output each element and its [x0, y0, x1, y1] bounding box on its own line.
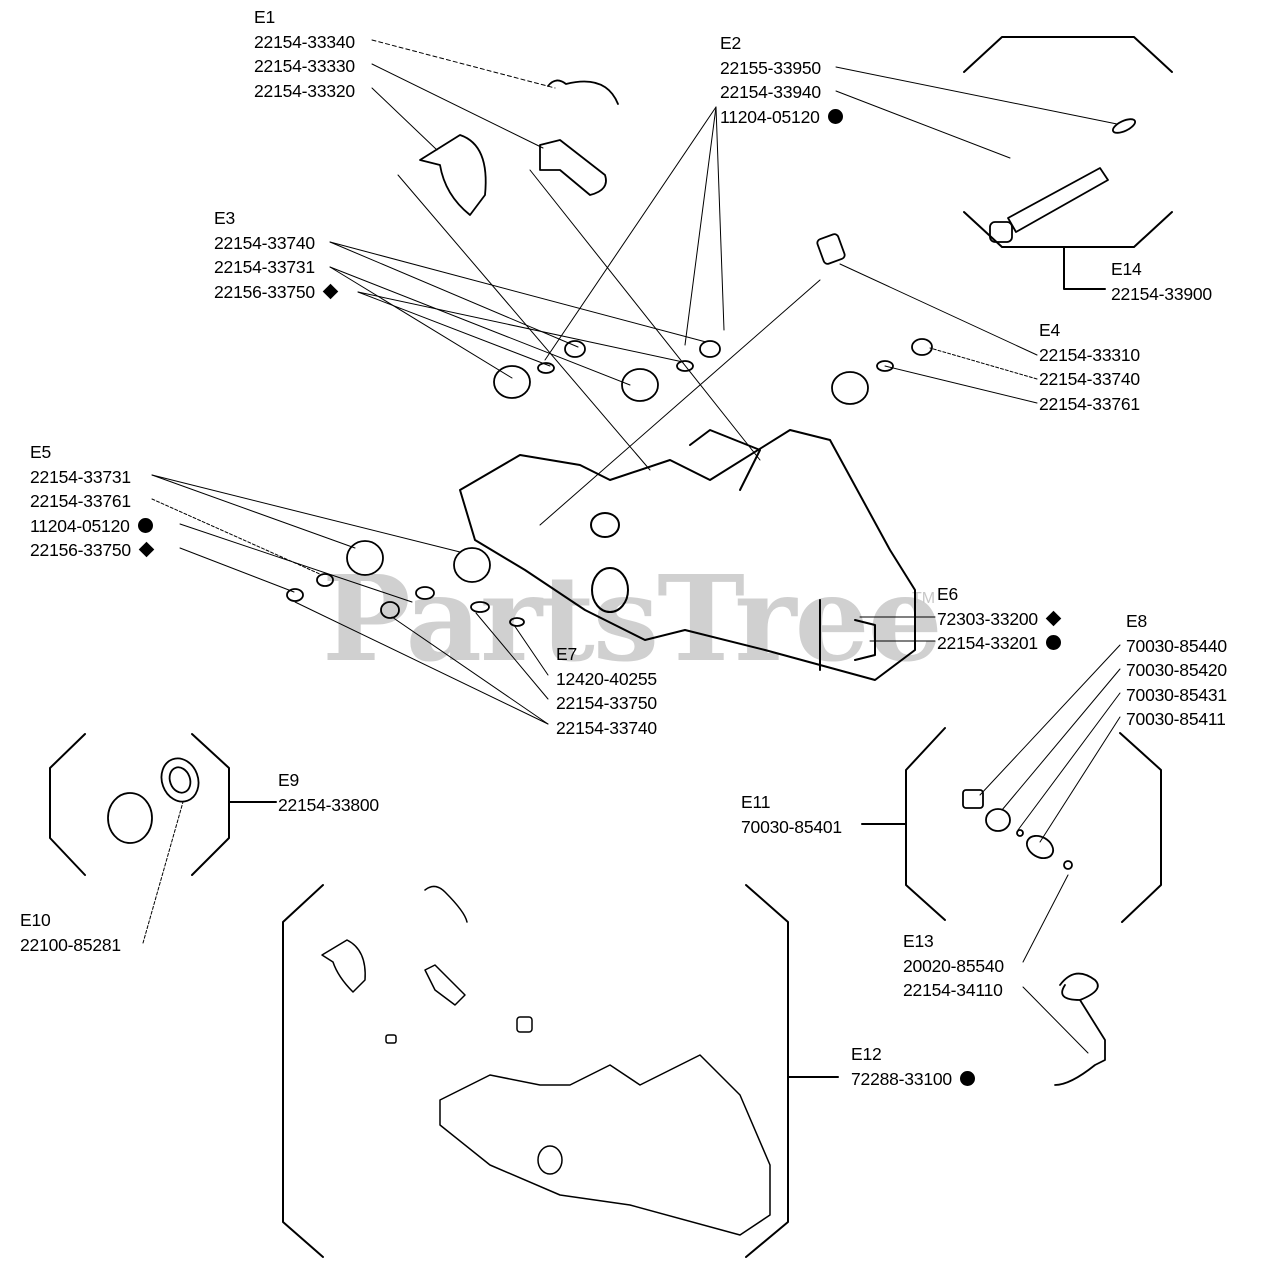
part-row: 11204-05120	[720, 105, 843, 130]
part-number[interactable]: 22155-33950	[720, 57, 821, 78]
part-number[interactable]: 22156-33750	[30, 540, 131, 560]
part-row: 22156-33750	[30, 538, 155, 563]
part-number[interactable]: 70030-85440	[1126, 635, 1227, 656]
group-e13: E13 20020-85540 22154-34110	[903, 929, 1004, 1003]
group-e14: E14 22154-33900	[1111, 257, 1212, 306]
part-row: 11204-05120	[30, 514, 153, 539]
part-number[interactable]: 70030-85420	[1126, 660, 1227, 680]
part-number[interactable]: 22154-33761	[1039, 393, 1140, 414]
parts-tree-watermark: PartsTree	[322, 560, 943, 678]
inset-frame-e12	[282, 884, 839, 1258]
leader-lines	[142, 39, 1121, 1054]
part-number[interactable]: 22154-33731	[214, 257, 315, 277]
part-number[interactable]: 22100-85281	[20, 934, 121, 955]
part-number[interactable]: 22154-33340	[254, 31, 355, 52]
group-id: E10	[20, 910, 51, 930]
part-row: 72303-33200	[937, 607, 1062, 632]
part-oil-hose	[1054, 972, 1106, 1086]
part-number[interactable]: 72303-33200	[937, 608, 1038, 629]
part-number[interactable]: 22154-33740	[214, 232, 315, 253]
group-e6: E6 72303-33200 22154-33201	[937, 582, 1062, 656]
group-id: E5	[30, 442, 52, 462]
part-assembly-e12	[321, 885, 771, 1236]
group-e9: E9 22154-33800	[278, 768, 379, 817]
part-number[interactable]: 22154-33201	[937, 633, 1038, 653]
group-id: E9	[278, 770, 300, 790]
circle-marker-icon	[959, 1070, 975, 1086]
inset-frame-e11	[861, 727, 1162, 923]
part-mounts-dampers	[286, 233, 933, 627]
part-number[interactable]: 70030-85401	[741, 816, 842, 837]
part-number[interactable]: 22154-33330	[254, 56, 355, 76]
part-number[interactable]: 11204-05120	[30, 515, 130, 536]
circle-marker-icon	[1045, 635, 1061, 651]
watermark-text: PartsTree	[322, 549, 943, 688]
part-number[interactable]: 22154-33320	[254, 80, 355, 101]
group-e5: E5 22154-33731 22154-33761 11204-05120 2…	[30, 440, 155, 563]
group-e4: E4 22154-33310 22154-33740 22154-33761	[1039, 318, 1140, 416]
part-number[interactable]: 22154-33761	[30, 491, 131, 511]
part-number[interactable]: 22154-33731	[30, 466, 131, 487]
group-e8: E8 70030-85440 70030-85420 70030-85431 7…	[1126, 609, 1227, 732]
diamond-marker-icon	[322, 283, 339, 300]
part-number[interactable]: 22154-33900	[1111, 283, 1212, 304]
part-number[interactable]: 22154-33750	[556, 693, 657, 713]
part-row: 72288-33100	[851, 1067, 975, 1092]
circle-marker-icon	[137, 517, 153, 533]
group-e10: E10 22100-85281	[20, 908, 121, 957]
part-number[interactable]: 22154-33800	[278, 794, 379, 815]
inset-frame-e14	[963, 36, 1173, 290]
part-oil-cap	[107, 757, 200, 844]
trademark-symbol: TM	[912, 590, 936, 607]
part-e1-bracket	[419, 79, 619, 216]
group-id: E13	[903, 931, 934, 951]
group-e12: E12 72288-33100	[851, 1042, 975, 1091]
circle-marker-icon	[827, 108, 843, 124]
diamond-marker-icon	[138, 542, 155, 558]
group-id: E4	[1039, 320, 1061, 340]
group-e2: E2 22155-33950 22154-33940 11204-05120	[720, 31, 843, 129]
group-e3: E3 22154-33740 22154-33731 22156-33750	[214, 206, 339, 305]
group-id: E8	[1126, 611, 1148, 631]
group-id: E2	[720, 33, 742, 53]
part-number[interactable]: 22154-33740	[556, 717, 657, 738]
diamond-marker-icon	[1045, 610, 1062, 627]
inset-frame-e9	[49, 733, 277, 876]
group-e7: E7 12420-40255 22154-33750 22154-33740	[556, 642, 657, 740]
group-id: E12	[851, 1044, 882, 1064]
group-id: E11	[741, 792, 771, 812]
part-number[interactable]: 70030-85431	[1126, 684, 1227, 705]
part-number[interactable]: 11204-05120	[720, 106, 820, 127]
part-row: 22154-33201	[937, 631, 1061, 656]
part-number[interactable]: 22154-33310	[1039, 344, 1140, 365]
part-number[interactable]: 22154-33740	[1039, 369, 1140, 389]
part-crankcase	[459, 429, 916, 681]
group-id: E6	[937, 584, 959, 604]
group-e11: E11 70030-85401	[741, 790, 842, 839]
part-number[interactable]: 72288-33100	[851, 1068, 952, 1089]
part-number[interactable]: 22156-33750	[214, 281, 315, 302]
group-id: E3	[214, 208, 236, 228]
part-oil-filter	[962, 789, 1073, 870]
part-row: 22156-33750	[214, 280, 339, 305]
part-number[interactable]: 70030-85411	[1126, 709, 1226, 729]
part-number[interactable]: 22154-34110	[903, 980, 1003, 1000]
group-id: E7	[556, 644, 578, 664]
part-bar-oiler-pin	[989, 118, 1136, 243]
group-id: E14	[1111, 259, 1142, 279]
group-id: E1	[254, 7, 276, 27]
part-number[interactable]: 12420-40255	[556, 668, 657, 689]
group-e1: E1 22154-33340 22154-33330 22154-33320	[254, 5, 355, 103]
part-number[interactable]: 20020-85540	[903, 955, 1004, 976]
part-number[interactable]: 22154-33940	[720, 82, 821, 102]
